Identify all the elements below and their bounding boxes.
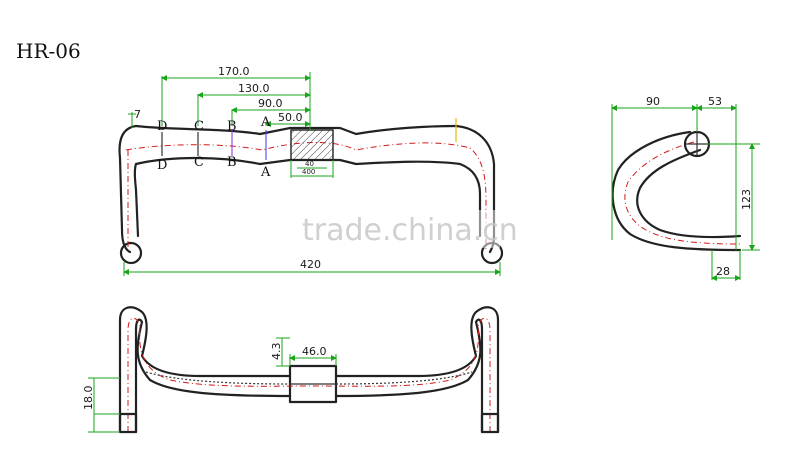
top-right-hook	[334, 306, 500, 434]
front-left-end	[119, 241, 143, 265]
section-label-c-bottom: C	[194, 155, 204, 170]
stem-clamp-area	[290, 129, 334, 161]
watermark-text: trade.china.cn	[302, 213, 518, 248]
dim-130: 130.0	[238, 82, 270, 95]
drawing-title: HR-06	[16, 39, 81, 63]
side-bend-inner	[636, 148, 742, 239]
front-left-drop	[118, 124, 138, 254]
section-label-a-top: A	[260, 115, 271, 130]
dim-170: 170.0	[218, 65, 250, 78]
front-view: 170.0 130.0 90.0 50.0 40 400 7 420 D C B…	[118, 65, 504, 276]
side-bend-outer	[611, 130, 742, 252]
section-label-a-bottom: A	[260, 165, 271, 180]
section-label-c-top: C	[194, 119, 204, 134]
section-label-b-top: B	[227, 119, 237, 134]
dim-clamp-40: 40	[305, 160, 314, 168]
dim-clamp-400: 400	[302, 168, 315, 176]
dim-90: 90.0	[258, 97, 283, 110]
section-label-b-bottom: B	[227, 155, 237, 170]
front-right-drop	[454, 124, 496, 254]
dim-side-90: 90	[646, 95, 660, 108]
side-view: 90 53 123 28	[611, 95, 760, 281]
dim-side-7: 7	[134, 108, 141, 121]
dim-50: 50.0	[278, 111, 303, 124]
front-bar-top	[134, 124, 458, 136]
dim-side-123: 123	[740, 189, 753, 210]
dim-top-4-3: 4.3	[270, 343, 283, 361]
dim-side-53: 53	[708, 95, 722, 108]
top-left-end	[118, 412, 138, 434]
top-left-hook	[118, 306, 292, 434]
front-bar-bottom	[134, 156, 462, 166]
section-label-d-bottom: D	[157, 158, 167, 173]
dim-side-28: 28	[716, 265, 730, 278]
dim-top-18: 18.0	[82, 386, 95, 411]
dim-overall-420: 420	[300, 258, 321, 271]
section-label-d-top: D	[157, 119, 167, 134]
top-right-end	[480, 412, 500, 434]
top-view: 46.0 4.3 18.0	[82, 306, 500, 434]
watermark-backdrop	[290, 210, 500, 248]
dim-top-46: 46.0	[302, 345, 327, 358]
